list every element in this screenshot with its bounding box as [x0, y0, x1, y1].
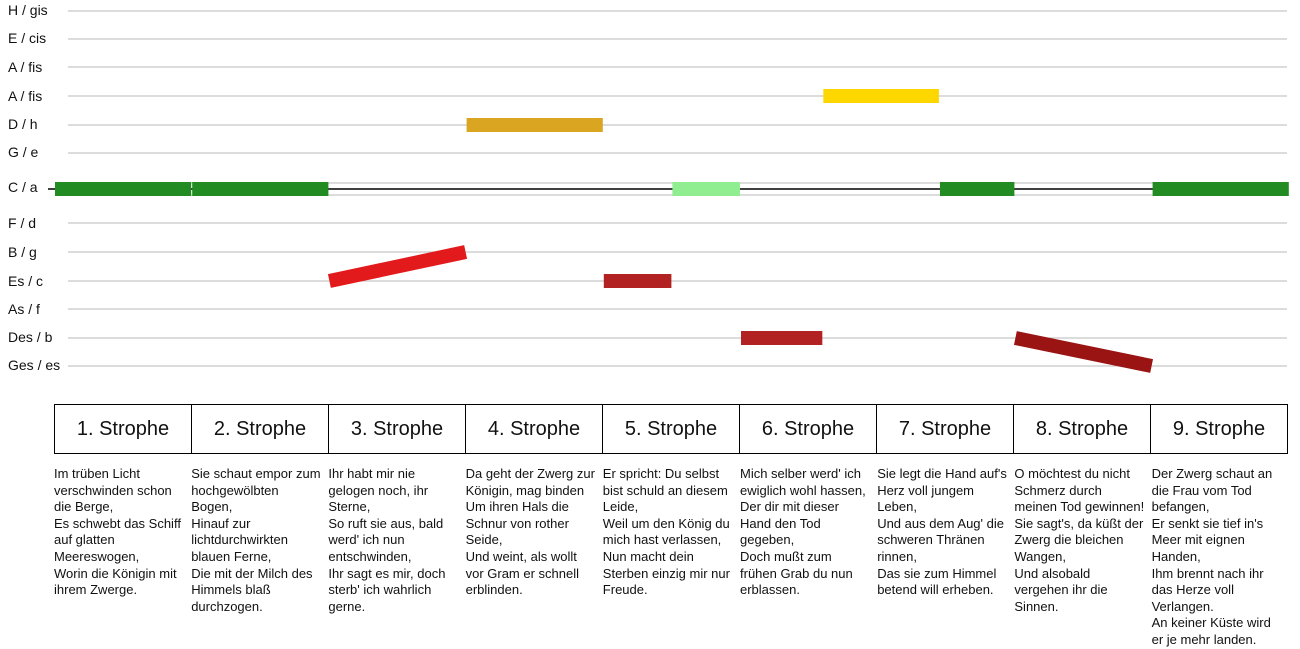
key-label: C / a: [8, 179, 38, 195]
key-label: H / gis: [8, 2, 48, 18]
strophe-lyrics: Er spricht: Du selbst bist schuld an die…: [602, 466, 730, 598]
key-label: B / g: [8, 244, 37, 260]
key-segments: [55, 89, 1289, 373]
strophe-header: 5. Strophe: [603, 405, 740, 453]
strophe-lyrics: O möchtest du nicht Schmerz durch meinen…: [1014, 466, 1145, 614]
key-label: A / fis: [8, 59, 43, 75]
key-segment: [327, 245, 468, 288]
key-diagram: [48, 10, 1289, 373]
strophe-lyrics: Ihr habt mir nie gelogen noch, ihr Stern…: [328, 466, 446, 614]
key-label: As / f: [8, 301, 40, 317]
strophe-lyrics: Mich selber werd' ich ewiglich wohl hass…: [740, 466, 866, 598]
strophe-header: 2. Strophe: [192, 405, 329, 453]
key-label: D / h: [8, 116, 38, 132]
key-label: A / fis: [8, 88, 43, 104]
strophe-lyrics: Da geht der Zwerg zur Königin, mag binde…: [465, 466, 595, 598]
key-label: Ges / es: [8, 357, 61, 373]
key-label: F / d: [8, 215, 37, 231]
key-gridlines: [48, 10, 1287, 367]
strophe-header: 1. Strophe: [55, 405, 192, 453]
key-label: E / cis: [8, 30, 47, 46]
strophe-lyrics: Im trüben Licht verschwinden schon die B…: [54, 466, 181, 598]
strophe-header: 6. Strophe: [740, 405, 877, 453]
key-label: Es / c: [8, 273, 44, 289]
strophe-lyrics: Der Zwerg schaut an die Frau vom Tod bef…: [1151, 466, 1273, 647]
strophe-lyrics: Sie schaut empor zum hochgewölbten Bogen…: [191, 466, 321, 614]
strophe-header: 3. Strophe: [329, 405, 466, 453]
key-segment: [1013, 331, 1154, 373]
strophe-header: 8. Strophe: [1014, 405, 1151, 453]
strophe-lyrics: Sie legt die Hand auf's Herz voll jungem…: [877, 466, 1007, 598]
key-label: G / e: [8, 144, 39, 160]
strophe-header: 4. Strophe: [466, 405, 603, 453]
strophe-header: 7. Strophe: [877, 405, 1014, 453]
strophe-header: 9. Strophe: [1172, 417, 1266, 440]
key-label: Des / b: [8, 329, 53, 345]
